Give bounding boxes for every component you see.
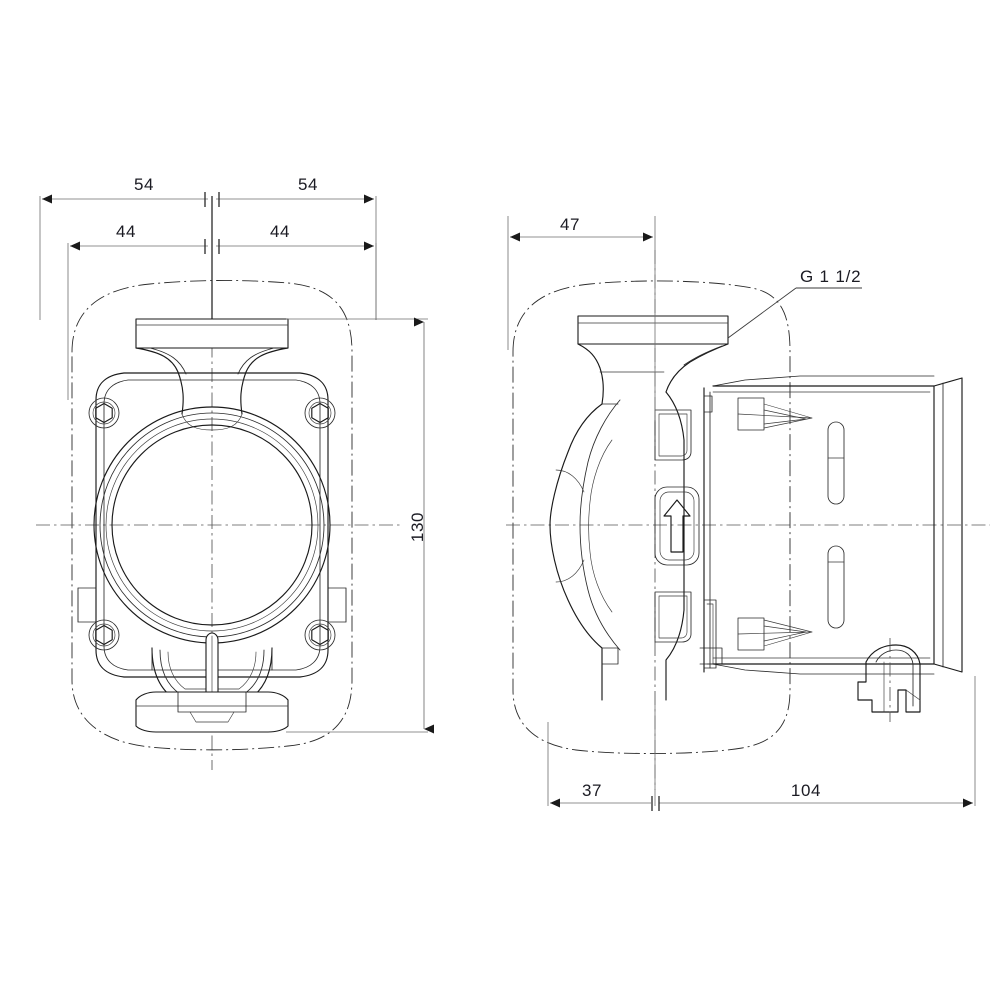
dimension-text-54-left: 54: [134, 175, 154, 194]
motor-vent-slot-lower: [827, 545, 845, 629]
dimension-text-54-right: 54: [298, 175, 318, 194]
front-lower-port: [135, 632, 289, 733]
flow-arrow-up-icon: [663, 499, 691, 553]
front-phantom-outline: [71, 280, 353, 751]
dimension-text-104: 104: [791, 781, 821, 800]
dimension-47: [507, 216, 656, 420]
front-view: [36, 196, 400, 770]
motor-screw-lower: [737, 617, 813, 651]
dimension-44-pair: [67, 239, 377, 400]
side-view: [506, 250, 990, 790]
dimension-37-104: [547, 676, 976, 811]
hex-bolt-top-left: [88, 397, 120, 429]
dimension-54-pair: [39, 192, 377, 320]
side-clamp-band: [699, 387, 723, 673]
dimension-text-44-right: 44: [270, 222, 290, 241]
motor-screw-upper: [737, 397, 813, 431]
hex-bolt-bottom-right: [304, 619, 336, 651]
dimension-130: [286, 317, 434, 734]
thread-callout-text: G 1 1/2: [800, 267, 861, 286]
side-cable-gland: [857, 638, 921, 722]
hex-bolt-top-right: [304, 397, 336, 429]
flow-arrow-badge: [654, 486, 700, 566]
side-upper-port: [577, 315, 729, 405]
dimension-text-130: 130: [408, 512, 427, 542]
side-motor-housing: [712, 375, 963, 675]
dimension-text-44-left: 44: [116, 222, 136, 241]
front-bolts: [88, 397, 336, 651]
hex-bolt-bottom-left: [88, 619, 120, 651]
side-volute-casting: [549, 391, 685, 701]
motor-vent-slot-upper: [827, 421, 845, 505]
side-adapter-pads: [654, 409, 700, 643]
thread-callout-leader: [727, 287, 862, 339]
dimension-text-37: 37: [582, 781, 602, 800]
side-phantom-outline: [512, 280, 791, 754]
front-upper-port: [135, 318, 289, 431]
dimension-text-47: 47: [560, 215, 580, 234]
